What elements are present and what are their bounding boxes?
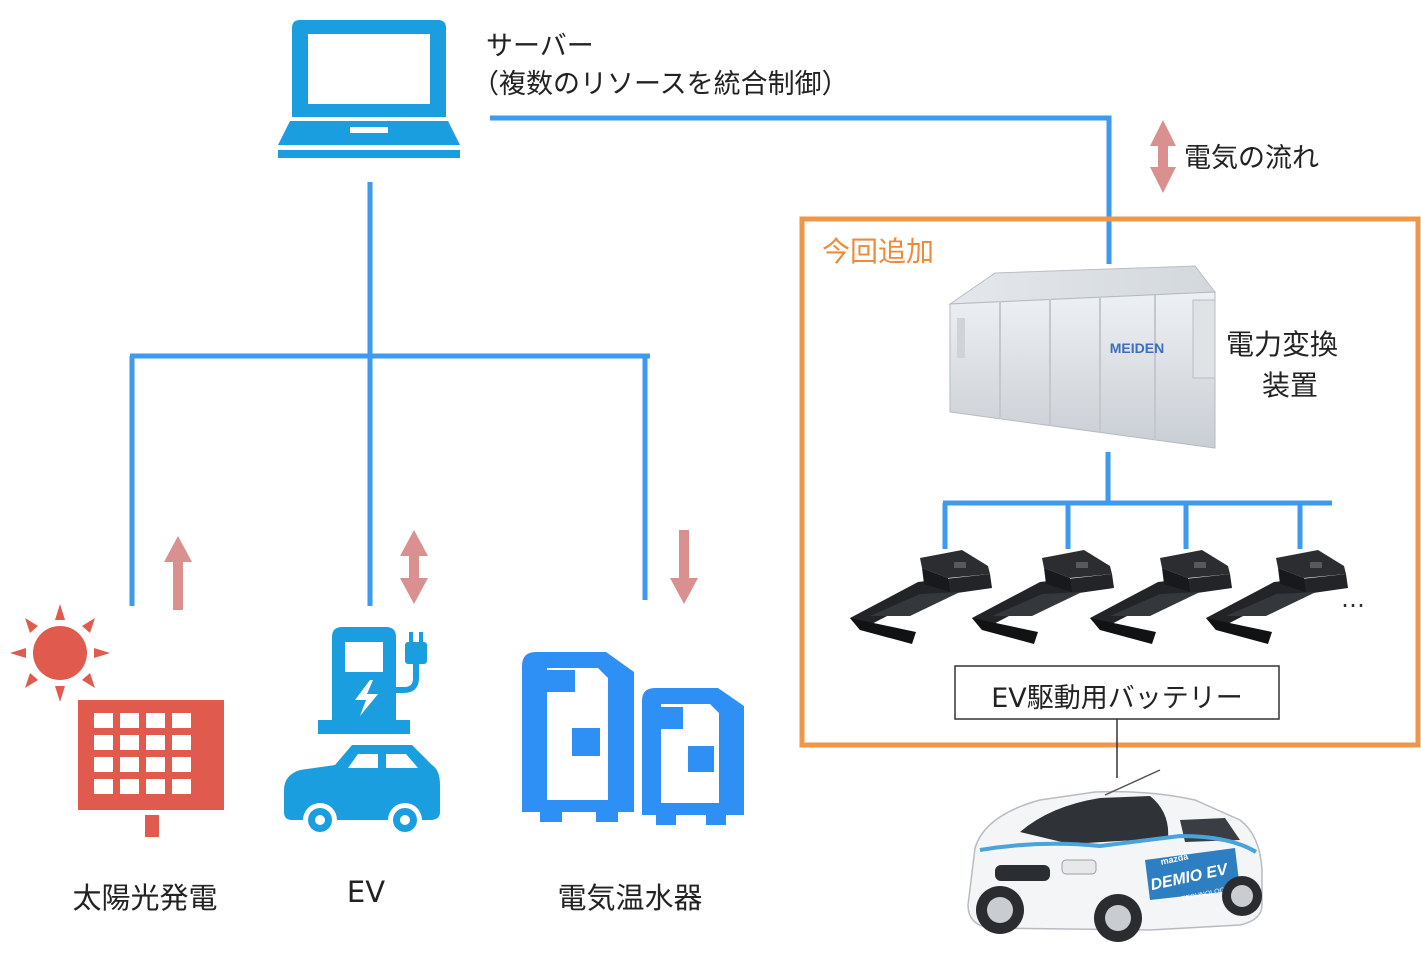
laptop-icon xyxy=(278,20,460,158)
solar-panel-icon xyxy=(10,604,224,837)
demio-ev-car: DEMIO EV mazda TECHNOLOGY xyxy=(967,769,1263,942)
double-arrow-icon xyxy=(1150,120,1176,193)
ev-battery-module xyxy=(972,550,1114,644)
ev-battery-modules xyxy=(850,550,1348,644)
resource-label-water-heater: 電気温水器 xyxy=(557,881,703,915)
ev-battery-module xyxy=(850,550,992,644)
server-subtitle: （複数のリソースを統合制御） xyxy=(472,69,849,100)
sun-icon xyxy=(10,604,110,702)
converter-brand: MEIDEN xyxy=(1110,340,1164,356)
resource-label-solar: 太陽光発電 xyxy=(72,881,218,915)
car-icon xyxy=(284,745,440,837)
bidirectional-arrow-icon xyxy=(400,530,428,604)
addition-frame xyxy=(799,216,1421,748)
power-converter-cabinet: MEIDEN xyxy=(948,265,1216,449)
battery-label-box xyxy=(954,665,1280,720)
converter-label-line2: 装置 xyxy=(1262,369,1319,402)
ev-battery-module xyxy=(1090,550,1232,644)
converter-label-line1: 電力変換 xyxy=(1226,328,1339,361)
connection-lines xyxy=(129,115,1332,606)
ev-charger-icon xyxy=(318,627,427,734)
addition-title: 今回追加 xyxy=(822,235,935,268)
up-arrow-icon xyxy=(164,536,192,610)
water-heater-icon xyxy=(522,652,744,825)
battery-ellipsis: … xyxy=(1341,585,1365,613)
resource-label-ev: EV xyxy=(346,875,386,909)
battery-label: EV駆動用バッテリー xyxy=(991,683,1243,714)
server-title: サーバー xyxy=(486,31,594,62)
flow-legend-label: 電気の流れ xyxy=(1184,143,1319,174)
down-arrow-icon xyxy=(670,530,698,604)
ev-battery-module xyxy=(1206,550,1348,644)
